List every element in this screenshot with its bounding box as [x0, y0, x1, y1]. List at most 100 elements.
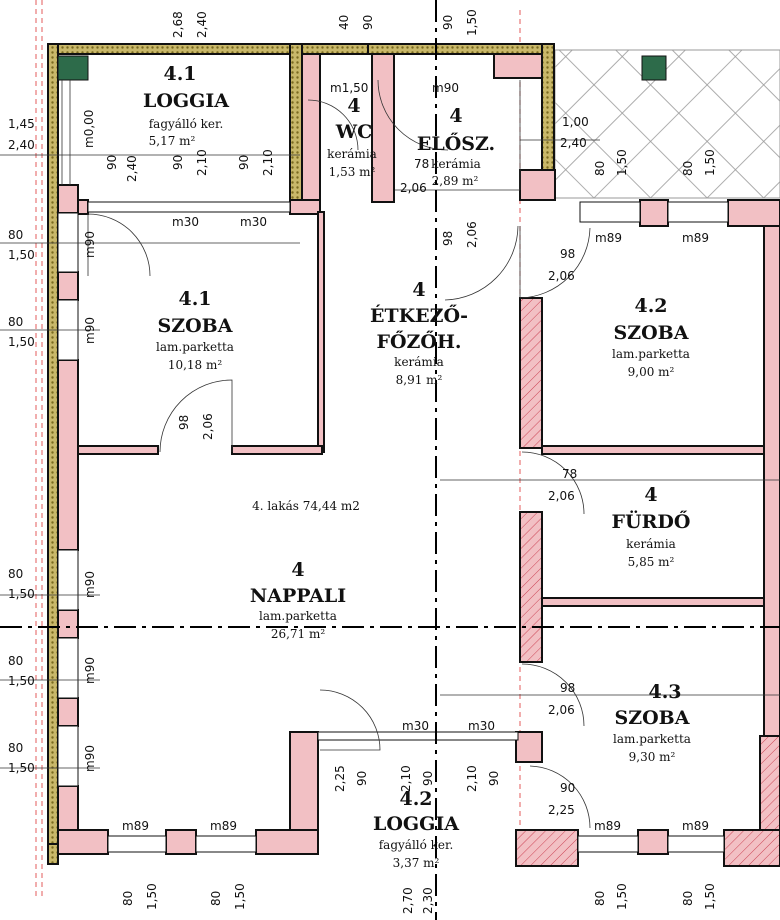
svg-text:m89: m89 [594, 819, 621, 833]
svg-text:fagyálló ker.: fagyálló ker. [149, 117, 224, 131]
svg-text:1,50: 1,50 [8, 674, 35, 688]
svg-text:1,50: 1,50 [703, 149, 717, 176]
svg-text:ÉTKEZŐ-: ÉTKEZŐ- [370, 304, 468, 327]
svg-text:1,53 m²: 1,53 m² [329, 165, 376, 179]
svg-text:90: 90 [171, 155, 185, 170]
svg-text:90: 90 [355, 771, 369, 786]
svg-text:kerámia: kerámia [431, 157, 481, 171]
svg-text:2,68: 2,68 [171, 11, 185, 38]
svg-text:90: 90 [487, 771, 501, 786]
svg-text:4. lakás 74,44 m2: 4. lakás 74,44 m2 [252, 499, 360, 513]
svg-text:m89: m89 [682, 819, 709, 833]
svg-text:98: 98 [560, 681, 575, 695]
svg-text:1,00: 1,00 [562, 115, 589, 129]
svg-text:2,10: 2,10 [465, 765, 479, 792]
svg-text:2,25: 2,25 [333, 765, 347, 792]
svg-text:m30: m30 [172, 215, 199, 229]
svg-text:10,18 m²: 10,18 m² [168, 358, 223, 372]
svg-text:2,30: 2,30 [421, 887, 435, 914]
svg-text:SZOBA: SZOBA [158, 315, 233, 337]
svg-text:2,40: 2,40 [195, 11, 209, 38]
svg-text:1,50: 1,50 [233, 883, 247, 910]
svg-text:2,06: 2,06 [548, 269, 575, 283]
svg-text:1,50: 1,50 [615, 149, 629, 176]
svg-text:lam.parketta: lam.parketta [613, 732, 691, 746]
svg-text:80: 80 [121, 891, 135, 906]
guide-lines [0, 139, 780, 769]
svg-text:m90: m90 [83, 231, 97, 258]
room-szoba-41: 4.1 SZOBA lam.parketta 10,18 m² [156, 288, 234, 372]
left-dimensions: 1,45 2,40 80 1,50 80 1,50 80 1,50 80 1,5… [8, 117, 35, 775]
svg-text:2,06: 2,06 [548, 489, 575, 503]
svg-text:4.2: 4.2 [634, 295, 667, 317]
room-eloszoba: 4 ELŐSZ. kerámia 2,89 m² [417, 105, 495, 188]
svg-text:80: 80 [8, 315, 23, 329]
svg-text:90: 90 [105, 155, 119, 170]
svg-text:90: 90 [361, 15, 375, 30]
svg-text:1,45: 1,45 [8, 117, 35, 131]
svg-text:lam.parketta: lam.parketta [612, 347, 690, 361]
svg-text:m1,50: m1,50 [330, 81, 368, 95]
svg-text:90: 90 [560, 781, 575, 795]
svg-text:4.1: 4.1 [163, 63, 196, 85]
svg-text:SZOBA: SZOBA [614, 322, 689, 344]
room-szoba-43: 4.3 SZOBA lam.parketta 9,30 m² [613, 681, 691, 764]
svg-text:2,40: 2,40 [560, 136, 587, 150]
room-nappali: 4. lakás 74,44 m2 4 NAPPALI lam.parketta… [250, 499, 360, 641]
svg-text:4: 4 [347, 95, 360, 117]
svg-text:98: 98 [560, 247, 575, 261]
svg-text:fagyálló ker.: fagyálló ker. [379, 838, 454, 852]
svg-text:kerámia: kerámia [626, 537, 676, 551]
svg-text:2,40: 2,40 [125, 155, 139, 182]
svg-text:2,06: 2,06 [201, 413, 215, 440]
svg-text:m89: m89 [595, 231, 622, 245]
svg-text:kerámia: kerámia [327, 147, 377, 161]
svg-text:m30: m30 [240, 215, 267, 229]
svg-text:80: 80 [681, 161, 695, 176]
svg-text:m89: m89 [210, 819, 237, 833]
svg-text:80: 80 [681, 891, 695, 906]
svg-text:1,50: 1,50 [615, 883, 629, 910]
svg-text:4: 4 [449, 105, 462, 127]
svg-text:4.2: 4.2 [399, 788, 432, 810]
room-wc: 4 WC kerámia 1,53 m² [327, 95, 377, 179]
svg-text:2,10: 2,10 [261, 149, 275, 176]
svg-text:FŐZŐH.: FŐZŐH. [376, 330, 461, 353]
svg-text:m89: m89 [122, 819, 149, 833]
svg-text:4: 4 [644, 484, 657, 506]
svg-text:4.3: 4.3 [648, 681, 681, 703]
svg-text:2,89 m²: 2,89 m² [432, 174, 479, 188]
svg-text:SZOBA: SZOBA [615, 707, 690, 729]
room-loggia-top: 4.1 LOGGIA fagyálló ker. 5,17 m² [143, 63, 229, 148]
svg-text:90: 90 [421, 771, 435, 786]
svg-text:9,30 m²: 9,30 m² [629, 750, 676, 764]
svg-text:90: 90 [237, 155, 251, 170]
svg-text:1,50: 1,50 [8, 248, 35, 262]
svg-text:WC: WC [335, 121, 372, 143]
svg-text:3,37 m²: 3,37 m² [393, 856, 440, 870]
room-furdo: 4 FÜRDŐ kerámia 5,85 m² [612, 484, 691, 569]
svg-text:80: 80 [8, 228, 23, 242]
svg-text:2,06: 2,06 [548, 703, 575, 717]
svg-text:80: 80 [209, 891, 223, 906]
terrace-tiles [554, 49, 780, 199]
svg-text:80: 80 [8, 741, 23, 755]
room-etkezo: 4 ÉTKEZŐ- FŐZŐH. kerámia 8,91 m² [370, 279, 468, 387]
svg-text:26,71 m²: 26,71 m² [271, 627, 326, 641]
svg-text:8,91 m²: 8,91 m² [396, 373, 443, 387]
svg-text:2,25: 2,25 [548, 803, 575, 817]
svg-text:1,50: 1,50 [145, 883, 159, 910]
svg-text:NAPPALI: NAPPALI [250, 585, 346, 607]
svg-text:90: 90 [441, 15, 455, 30]
svg-text:80: 80 [8, 567, 23, 581]
bottom-dimensions: 80 1,50 80 1,50 2,70 2,30 80 1,50 80 1,5… [121, 883, 717, 914]
svg-text:LOGGIA: LOGGIA [143, 90, 229, 112]
svg-text:98: 98 [177, 415, 191, 430]
svg-text:80: 80 [8, 654, 23, 668]
door-swings [87, 79, 591, 829]
svg-text:1,50: 1,50 [8, 587, 35, 601]
svg-text:2,10: 2,10 [195, 149, 209, 176]
svg-text:LOGGIA: LOGGIA [373, 813, 459, 835]
inner-dimensions: m0,00 m1,50 m90 90 2,40 90 2,10 90 2,10 … [82, 81, 717, 833]
